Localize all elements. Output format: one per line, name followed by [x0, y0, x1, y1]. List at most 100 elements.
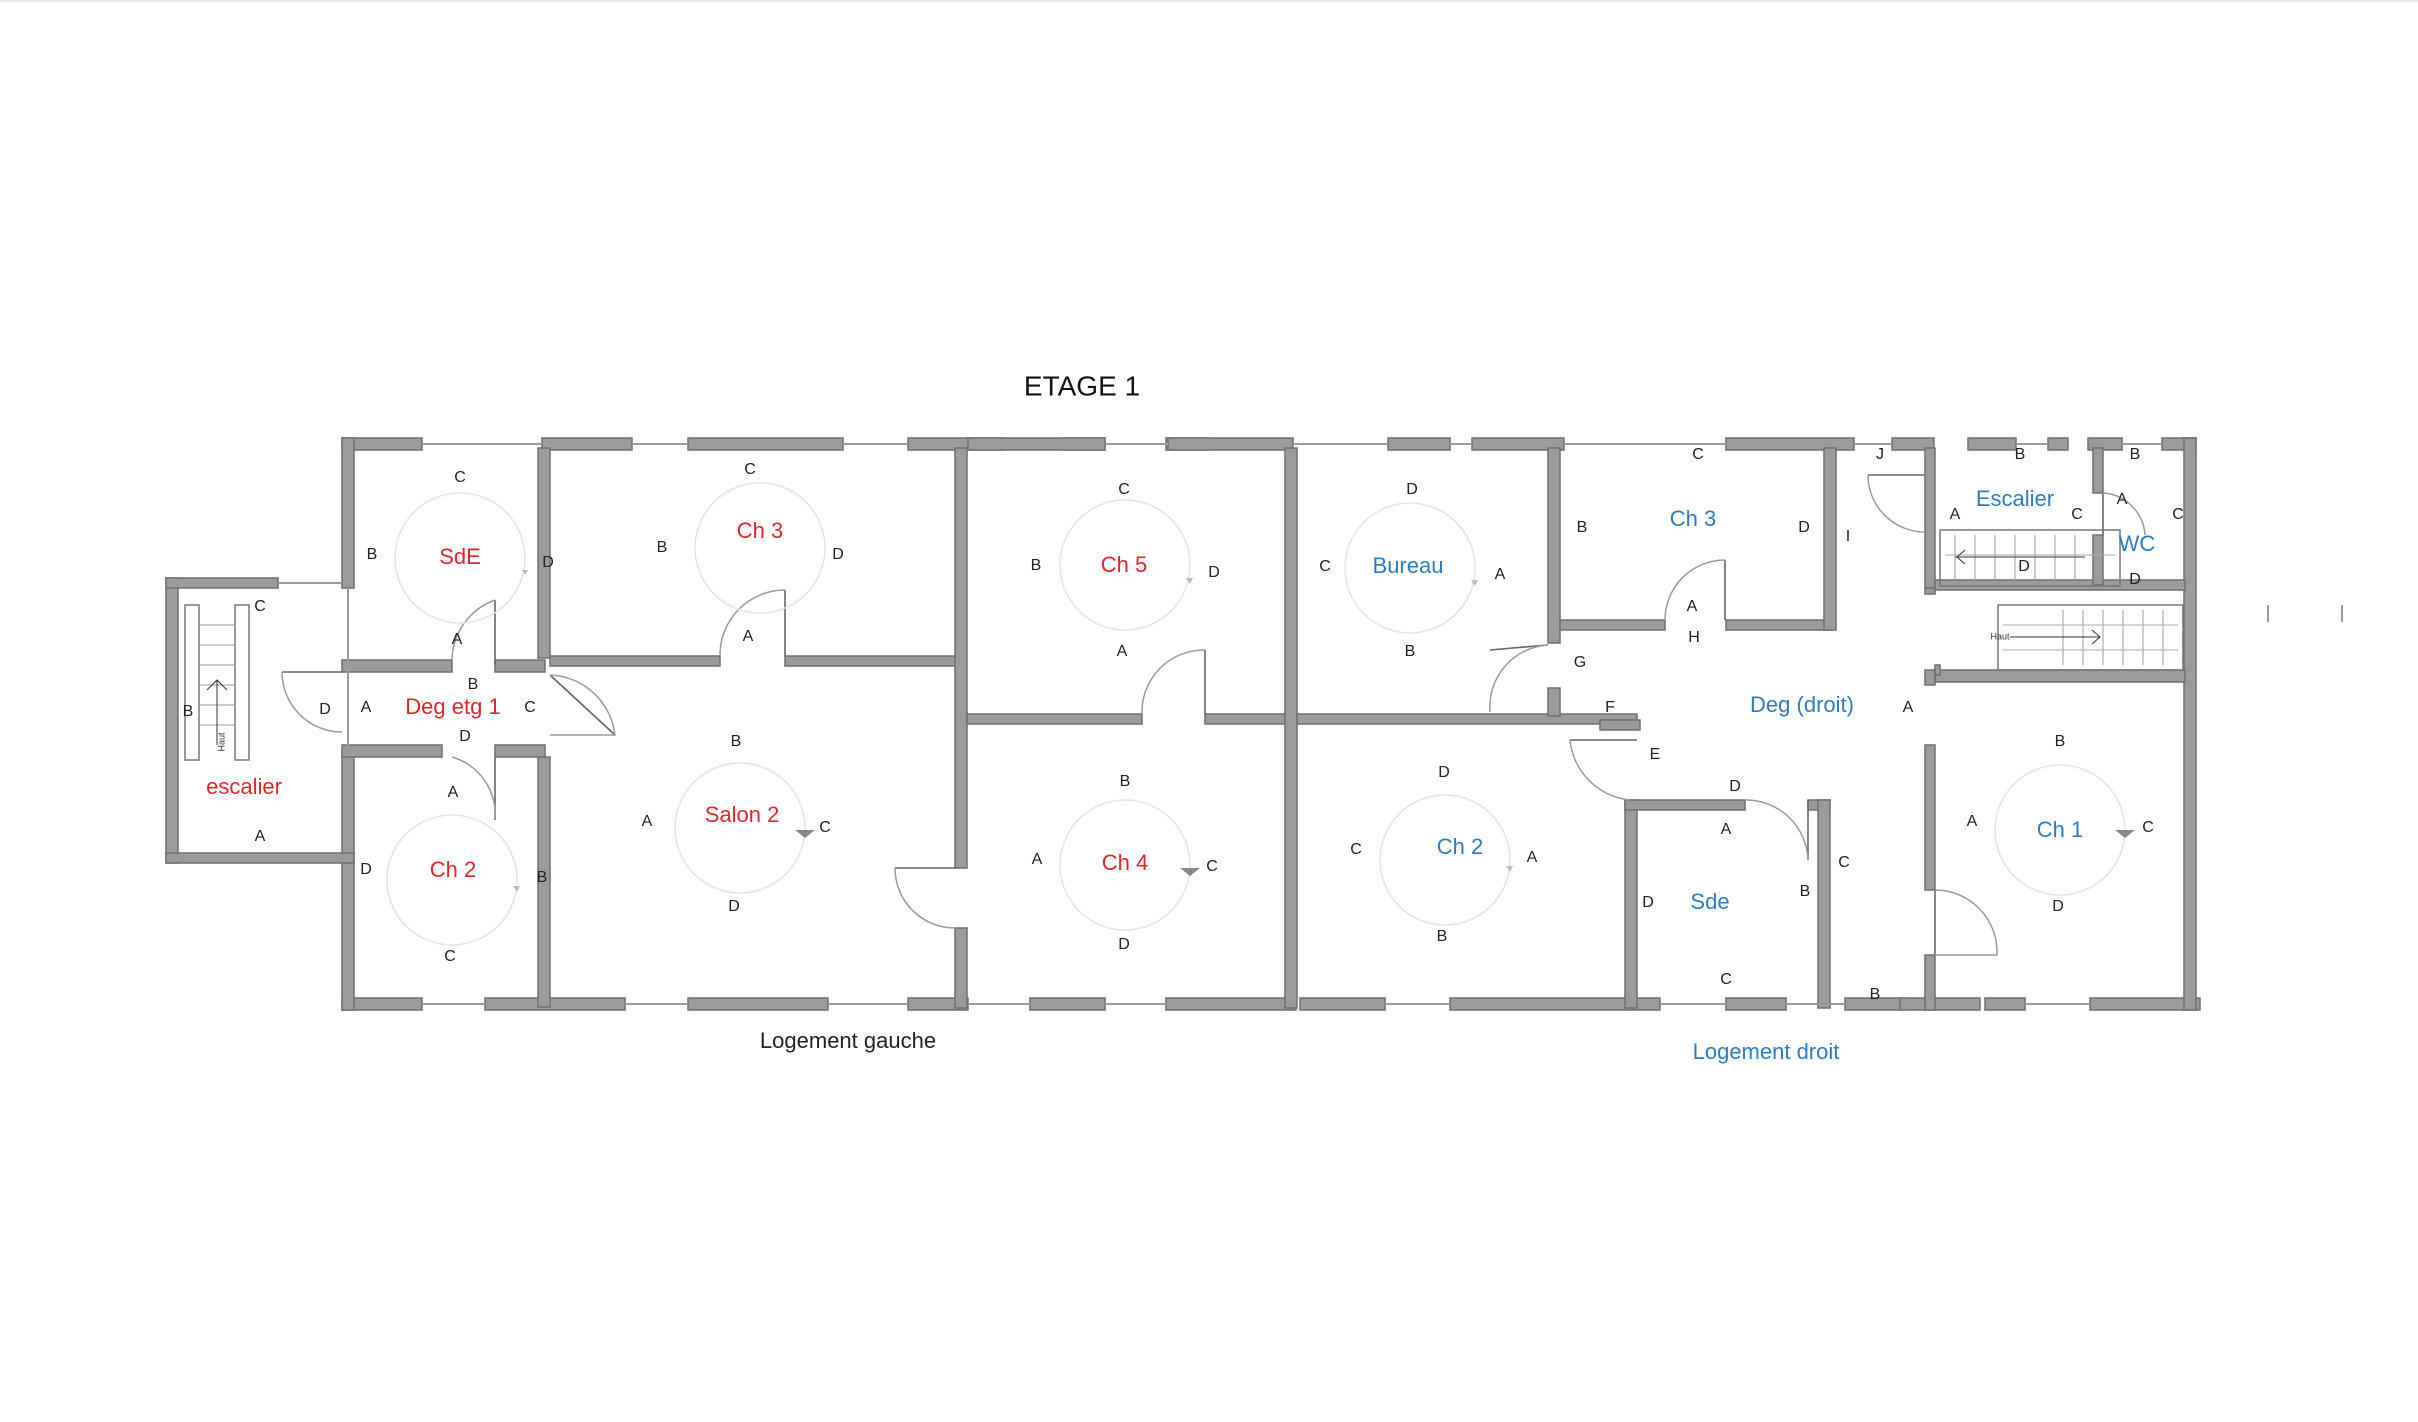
svg-text:D: D [1438, 764, 1450, 781]
svg-text:A: A [1495, 566, 1506, 583]
room-ch5: Ch 5 [1101, 552, 1147, 577]
right-unit-label: Logement droit [1693, 1039, 1840, 1064]
svg-text:C: C [1350, 841, 1362, 858]
svg-text:F: F [1605, 699, 1615, 716]
svg-text:A: A [452, 631, 463, 648]
svg-text:C: C [744, 461, 756, 478]
room-ch1: Ch 1 [2037, 817, 2083, 842]
svg-text:C: C [524, 699, 536, 716]
room-labels-right: Bureau Ch 3 Ch 2 Deg (droit) Sde Escalie… [1373, 486, 2156, 914]
svg-text:A: A [1721, 821, 1732, 838]
svg-text:B: B [2055, 733, 2066, 750]
svg-text:C: C [1720, 971, 1732, 988]
svg-text:B: B [1031, 557, 1042, 574]
svg-text:D: D [459, 728, 471, 745]
svg-text:D: D [1729, 778, 1741, 795]
svg-text:Haut: Haut [1990, 631, 2010, 641]
svg-text:B: B [537, 869, 548, 886]
room-salon2: Salon 2 [705, 802, 780, 827]
room-ch4: Ch 4 [1102, 850, 1148, 875]
svg-text:B: B [367, 546, 378, 563]
svg-text:A: A [1903, 699, 1914, 716]
svg-text:A: A [1687, 598, 1698, 615]
room-sde: SdE [439, 544, 481, 569]
svg-text:A: A [1950, 506, 1961, 523]
svg-text:B: B [1870, 986, 1881, 1003]
room-wc: WC [2119, 531, 2156, 556]
room-ch3-right: Ch 3 [1670, 506, 1716, 531]
svg-text:C: C [1692, 446, 1704, 463]
svg-text:A: A [1527, 849, 1538, 866]
svg-text:B: B [657, 539, 668, 556]
svg-text:A: A [448, 784, 459, 801]
stairs: Haut Haut [184, 529, 2184, 761]
svg-text:A: A [1117, 643, 1128, 660]
svg-text:J: J [1876, 446, 1884, 463]
svg-text:B: B [1437, 928, 1448, 945]
room-ch2-right: Ch 2 [1437, 834, 1483, 859]
svg-text:A: A [1967, 813, 1978, 830]
room-escalier-right: Escalier [1976, 486, 2054, 511]
walls [165, 437, 2201, 1011]
svg-text:D: D [2018, 558, 2030, 575]
left-stair: Haut [184, 604, 250, 761]
svg-text:A: A [2117, 491, 2128, 508]
svg-text:C: C [1118, 481, 1130, 498]
top-border [0, 0, 2418, 2]
room-labels-left: escalier SdE Deg etg 1 Ch 2 Ch 3 Salon 2… [206, 518, 1148, 882]
room-bureau: Bureau [1373, 553, 1444, 578]
svg-text:A: A [1032, 851, 1043, 868]
room-ch2-left: Ch 2 [430, 857, 476, 882]
room-deg-etg-1: Deg etg 1 [405, 694, 500, 719]
svg-text:A: A [361, 699, 372, 716]
svg-text:B: B [468, 676, 479, 693]
windows [278, 443, 2343, 1005]
plan-title: ETAGE 1 [1024, 370, 1140, 401]
right-stair-upper [1939, 529, 2121, 587]
svg-text:D: D [542, 554, 554, 571]
svg-text:C: C [444, 948, 456, 965]
svg-text:D: D [1118, 936, 1130, 953]
svg-text:D: D [1798, 519, 1810, 536]
svg-text:D: D [2052, 898, 2064, 915]
room-deg-droit: Deg (droit) [1750, 692, 1854, 717]
svg-text:H: H [1688, 629, 1700, 646]
svg-text:D: D [1642, 894, 1654, 911]
svg-text:I: I [1846, 528, 1850, 545]
svg-text:C: C [454, 469, 466, 486]
svg-text:B: B [1577, 519, 1588, 536]
doors [281, 474, 2146, 956]
svg-text:A: A [255, 828, 266, 845]
svg-text:Haut: Haut [216, 732, 226, 752]
svg-text:A: A [642, 813, 653, 830]
orientation-circles [386, 482, 2135, 946]
svg-text:B: B [183, 703, 194, 720]
svg-text:C: C [1838, 854, 1850, 871]
room-escalier: escalier [206, 774, 282, 799]
right-stair-lower: Haut [1990, 604, 2184, 671]
svg-text:D: D [1208, 564, 1220, 581]
svg-text:C: C [1319, 558, 1331, 575]
svg-text:D: D [319, 701, 331, 718]
svg-text:B: B [2015, 446, 2026, 463]
svg-text:B: B [731, 733, 742, 750]
svg-text:D: D [2129, 571, 2141, 588]
svg-text:D: D [360, 861, 372, 878]
room-sde-right: Sde [1690, 889, 1729, 914]
svg-text:C: C [819, 819, 831, 836]
svg-text:D: D [832, 546, 844, 563]
svg-text:B: B [1800, 883, 1811, 900]
svg-text:D: D [1406, 481, 1418, 498]
svg-text:C: C [1206, 858, 1218, 875]
svg-text:G: G [1574, 654, 1586, 671]
svg-text:B: B [1405, 643, 1416, 660]
svg-text:C: C [2071, 506, 2083, 523]
svg-text:D: D [728, 898, 740, 915]
svg-text:B: B [2130, 446, 2141, 463]
svg-text:C: C [2142, 819, 2154, 836]
svg-text:E: E [1650, 746, 1661, 763]
left-unit-label: Logement gauche [760, 1028, 936, 1053]
svg-text:C: C [2172, 506, 2184, 523]
room-ch3-left: Ch 3 [737, 518, 783, 543]
